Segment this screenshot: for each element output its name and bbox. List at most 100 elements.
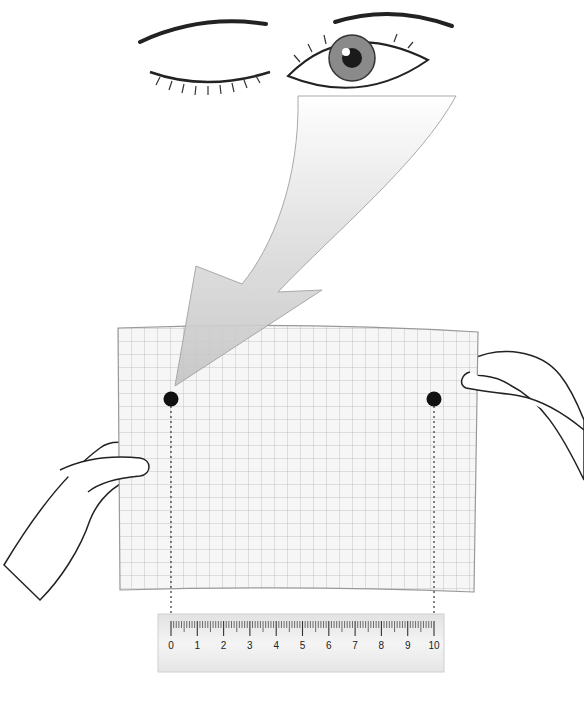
ruler-tick bbox=[178, 621, 179, 628]
open-eye bbox=[288, 14, 452, 88]
ruler-tick bbox=[207, 621, 208, 628]
ruler-tick bbox=[231, 621, 232, 628]
ruler-number: 5 bbox=[293, 640, 313, 652]
ruler-tick bbox=[378, 621, 379, 628]
ruler bbox=[158, 614, 444, 672]
ruler-tick bbox=[192, 621, 193, 628]
ruler-tick bbox=[173, 621, 174, 628]
ruler-tick bbox=[365, 621, 366, 628]
right-thumb bbox=[462, 372, 584, 430]
ruler-number: 1 bbox=[187, 640, 207, 652]
ruler-ticks bbox=[171, 621, 434, 636]
ruler-tick bbox=[362, 621, 363, 628]
ruler-tick bbox=[284, 621, 285, 628]
ruler-tick bbox=[423, 621, 424, 628]
ruler-tick bbox=[370, 621, 371, 628]
ruler-tick bbox=[410, 621, 411, 628]
ruler-tick bbox=[223, 621, 224, 636]
ruler-tick bbox=[412, 621, 413, 628]
ruler-tick bbox=[239, 621, 240, 628]
ruler-tick bbox=[331, 621, 332, 628]
ruler-tick bbox=[307, 621, 308, 628]
ruler-tick bbox=[202, 621, 203, 628]
ruler-tick bbox=[276, 621, 277, 636]
ruler-tick bbox=[310, 621, 311, 628]
ruler-number: 0 bbox=[161, 640, 181, 652]
ruler-tick bbox=[289, 621, 290, 632]
ruler-tick bbox=[273, 621, 274, 628]
ruler-tick bbox=[426, 621, 427, 628]
closed-eye bbox=[140, 21, 270, 95]
ruler-tick bbox=[336, 621, 337, 628]
ruler-tick bbox=[389, 621, 390, 628]
ruler-tick bbox=[318, 621, 319, 628]
ruler-tick bbox=[386, 621, 387, 628]
ruler-tick bbox=[257, 621, 258, 628]
ruler-tick bbox=[402, 621, 403, 628]
ruler-number: 7 bbox=[345, 640, 365, 652]
ruler-number: 3 bbox=[240, 640, 260, 652]
ruler-tick bbox=[360, 621, 361, 628]
ruler-tick bbox=[315, 621, 316, 632]
ruler-tick bbox=[328, 621, 329, 636]
ruler-tick bbox=[415, 621, 416, 628]
ruler-tick bbox=[420, 621, 421, 632]
ruler-tick bbox=[305, 621, 306, 628]
ruler-tick bbox=[260, 621, 261, 628]
ruler-tick bbox=[281, 621, 282, 628]
ruler-tick bbox=[391, 621, 392, 628]
ruler-tick bbox=[381, 621, 382, 636]
ruler-tick bbox=[405, 621, 406, 628]
drop-line bbox=[433, 406, 434, 622]
ruler-tick bbox=[407, 621, 408, 636]
sight-arrow bbox=[175, 96, 456, 386]
drop-line bbox=[170, 406, 171, 622]
ruler-tick bbox=[286, 621, 287, 628]
ruler-tick bbox=[341, 621, 342, 632]
ruler-tick bbox=[244, 621, 245, 628]
ruler-tick bbox=[268, 621, 269, 628]
ruler-number: 2 bbox=[214, 640, 234, 652]
ruler-tick bbox=[323, 621, 324, 628]
ruler-tick bbox=[186, 621, 187, 628]
right-hand bbox=[462, 352, 584, 480]
ruler-tick bbox=[263, 621, 264, 632]
ruler-tick bbox=[184, 621, 185, 632]
ruler-tick bbox=[226, 621, 227, 628]
ruler-tick bbox=[181, 621, 182, 628]
left-thumb bbox=[60, 457, 149, 492]
ruler-tick bbox=[189, 621, 190, 628]
ruler-tick bbox=[433, 621, 434, 636]
ruler-tick bbox=[355, 621, 356, 636]
ruler-tick bbox=[194, 621, 195, 628]
ruler-tick bbox=[357, 621, 358, 628]
ruler-tick bbox=[320, 621, 321, 628]
ruler-tick bbox=[313, 621, 314, 628]
ruler-tick bbox=[205, 621, 206, 628]
ruler-tick bbox=[302, 621, 303, 636]
ruler-tick bbox=[291, 621, 292, 628]
ruler-number: 8 bbox=[371, 640, 391, 652]
ruler-number: 4 bbox=[266, 640, 286, 652]
ruler-number: 6 bbox=[319, 640, 339, 652]
ruler-tick bbox=[236, 621, 237, 632]
ruler-tick bbox=[394, 621, 395, 632]
ruler-tick bbox=[265, 621, 266, 628]
ruler-tick bbox=[418, 621, 419, 628]
ruler-tick bbox=[299, 621, 300, 628]
ruler-tick bbox=[249, 621, 250, 636]
ruler-tick bbox=[278, 621, 279, 628]
ruler-tick bbox=[242, 621, 243, 628]
ruler-tick bbox=[294, 621, 295, 628]
ruler-tick bbox=[397, 621, 398, 628]
ruler-tick bbox=[349, 621, 350, 628]
ruler-tick bbox=[399, 621, 400, 628]
ruler-tick bbox=[234, 621, 235, 628]
ruler-tick bbox=[344, 621, 345, 628]
ruler-tick bbox=[170, 621, 171, 636]
ruler-tick bbox=[326, 621, 327, 628]
grid-paper bbox=[118, 325, 478, 592]
ruler-tick bbox=[339, 621, 340, 628]
